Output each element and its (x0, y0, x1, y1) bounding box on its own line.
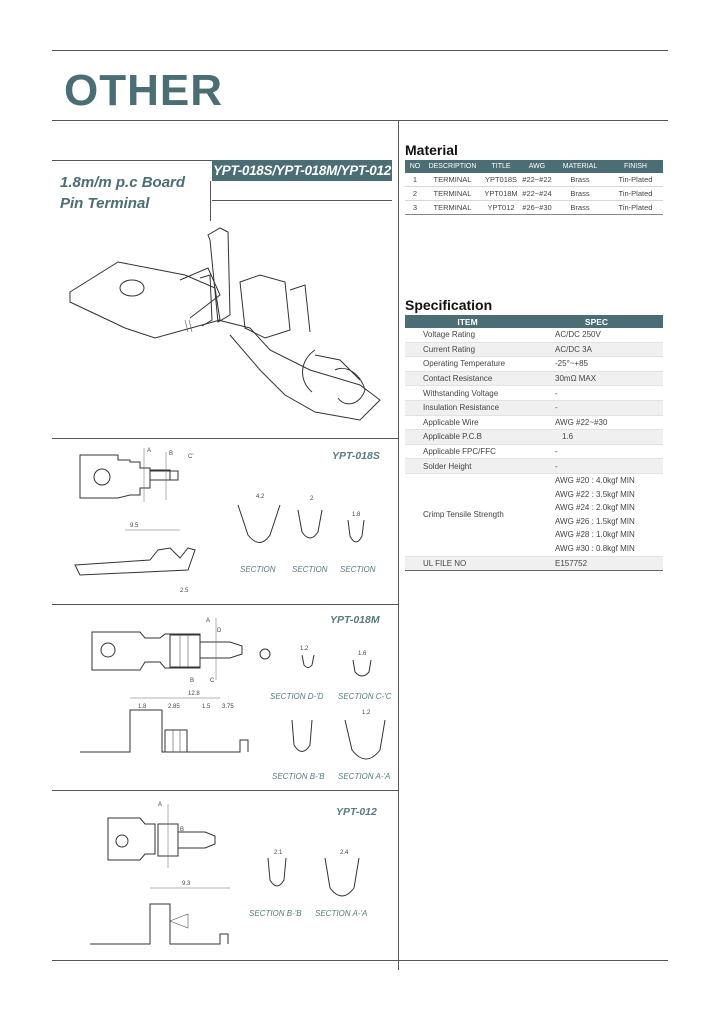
title-divider (210, 181, 211, 221)
ul-spec: E157752 (530, 556, 663, 572)
crimp-specs: AWG #20 : 4.0kgf MIN AWG #22 : 3.5kgf MI… (530, 473, 663, 557)
svg-text:B: B (190, 678, 194, 684)
svg-text:1.5: 1.5 (202, 704, 211, 710)
section-label-018m-d: SECTION D-'D (270, 692, 324, 701)
specification-heading: Specification (405, 297, 493, 313)
svg-text:A: A (147, 448, 151, 454)
ypt-018m-drawing: A B C D 1.2 1.6 12.8 1.8 2.85 1.5 3.75 1… (80, 618, 386, 760)
section-label-018m-b: SECTION B-'B (272, 772, 325, 781)
bottom-rule (52, 960, 668, 961)
svg-text:2.4: 2.4 (340, 850, 349, 856)
svg-text:2: 2 (310, 496, 314, 502)
table-row: Operating Temperature-25°~+85 (405, 356, 663, 372)
product-title-line1: 1.8m/m p.c Board (60, 174, 186, 191)
svg-text:1.2: 1.2 (362, 710, 371, 716)
table-row: 2 TERMINAL YPT018M #22~#24 Brass Tin-Pla… (405, 186, 663, 201)
ul-item: UL FILE NO (405, 556, 530, 572)
svg-text:1.8: 1.8 (352, 512, 361, 518)
col-no: NO (405, 160, 425, 173)
svg-text:B: B (169, 451, 173, 457)
section-label-018s-2: SECTION (292, 565, 328, 574)
table-row: Solder Height- (405, 458, 663, 474)
table-row: Applicable FPC/FFC- (405, 444, 663, 460)
section-label-018s-3: SECTION (340, 565, 376, 574)
material-header-row: NO DESCRIPTION TITLE AWG MATERIAL FINISH (405, 160, 663, 173)
col-spec: SPEC (530, 315, 663, 328)
col-item: ITEM (405, 315, 530, 328)
table-row: Crimp Tensile Strength AWG #20 : 4.0kgf … (405, 473, 663, 557)
section-label-018m-c: SECTION C-'C (338, 692, 392, 701)
table-row: Insulation Resistance- (405, 400, 663, 416)
header-rule (52, 120, 668, 121)
svg-text:1.8: 1.8 (138, 704, 147, 710)
col-description: DESCRIPTION (425, 160, 480, 173)
model-rule (212, 200, 392, 201)
column-divider (398, 120, 399, 970)
section-label-018s-1: SECTION (240, 565, 276, 574)
section-label-012-b: SECTION B-'B (249, 909, 302, 918)
svg-text:2.5: 2.5 (180, 588, 189, 594)
brand-title: OTHER (64, 66, 223, 115)
svg-text:9.5: 9.5 (130, 523, 139, 529)
svg-text:C': C' (188, 454, 193, 460)
part-label-012: YPT-012 (336, 806, 377, 818)
part-divider-2 (52, 604, 398, 605)
svg-text:4.2: 4.2 (256, 494, 265, 500)
product-title-line2: Pin Terminal (60, 195, 150, 212)
part-label-018m: YPT-018M (330, 614, 380, 626)
col-finish: FINISH (608, 160, 663, 173)
table-row: UL FILE NO E157752 (405, 556, 663, 572)
top-rule (52, 50, 668, 51)
part-divider-1 (52, 438, 398, 439)
svg-text:2.1: 2.1 (274, 850, 283, 856)
svg-text:12.8: 12.8 (188, 691, 200, 697)
svg-text:3.75: 3.75 (222, 704, 234, 710)
svg-text:9.3: 9.3 (182, 881, 191, 887)
table-row: 1 TERMINAL YPT018S #22~#22 Brass Tin-Pla… (405, 173, 663, 187)
table-row: Withstanding Voltage- (405, 385, 663, 401)
spec-header-row: ITEM SPEC (405, 315, 663, 328)
part-label-018s: YPT-018S (332, 450, 380, 462)
model-banner: YPT-018S/YPT-018M/YPT-012 (212, 160, 392, 181)
part-divider-3 (52, 790, 398, 791)
crimp-item: Crimp Tensile Strength (405, 473, 530, 557)
svg-text:1.6: 1.6 (358, 651, 367, 657)
col-material: MATERIAL (552, 160, 608, 173)
ypt-018s-drawing: A B C' 9.5 2.5 4.2 2 1.8 (74, 448, 365, 594)
material-heading: Material (405, 142, 458, 158)
ypt-012-drawing: A B 9.3 2.1 2.4 (90, 802, 360, 945)
svg-text:B: B (180, 827, 184, 833)
material-table: NO DESCRIPTION TITLE AWG MATERIAL FINISH… (405, 160, 663, 215)
svg-text:1.2: 1.2 (300, 646, 309, 652)
section-label-018m-a: SECTION A-'A (338, 772, 391, 781)
product-title: 1.8m/m p.c Board Pin Terminal (60, 172, 185, 214)
svg-text:A: A (158, 802, 162, 808)
section-label-012-a: SECTION A-'A (315, 909, 368, 918)
col-title: TITLE (480, 160, 522, 173)
svg-text:2.85: 2.85 (168, 704, 180, 710)
svg-text:C: C (210, 678, 215, 684)
title-rule (52, 160, 212, 161)
svg-text:D: D (217, 628, 222, 634)
svg-text:A: A (206, 618, 210, 624)
table-row: 3 TERMINAL YPT012 #26~#30 Brass Tin-Plat… (405, 200, 663, 215)
terminal-isometric-drawing (69, 227, 381, 421)
col-awg: AWG (522, 160, 552, 173)
